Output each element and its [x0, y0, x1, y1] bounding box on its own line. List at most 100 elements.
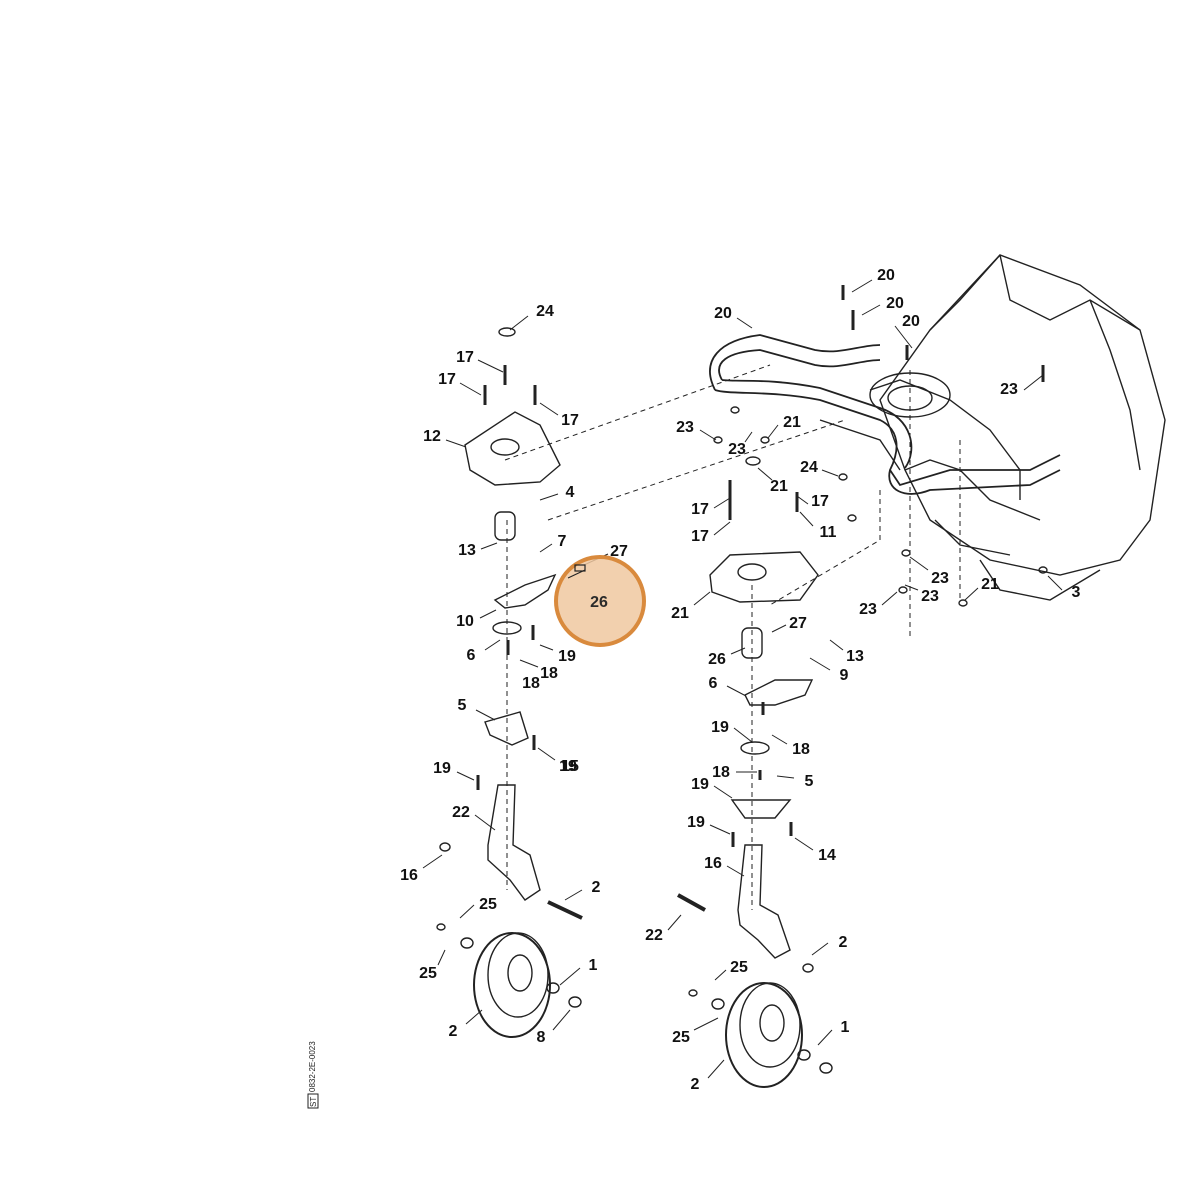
part-label-10: 10 — [456, 613, 474, 630]
part-label-17: 17 — [456, 349, 474, 366]
drawing-code: 0832-2E-0023 ST — [307, 1041, 319, 1109]
deck-housing-outline — [1089, 299, 1141, 471]
deck-housing-outline — [929, 254, 1001, 331]
part-label-23: 23 — [676, 419, 694, 436]
leader-line — [456, 771, 475, 781]
leader-line — [484, 639, 501, 651]
part-label-16: 16 — [704, 855, 722, 872]
leader-line — [539, 644, 554, 651]
leader-line — [821, 469, 839, 477]
leader-line — [667, 914, 682, 931]
part-label-19: 19 — [433, 760, 451, 777]
part-label-9: 9 — [840, 667, 849, 684]
left-wheel-hub — [507, 954, 533, 992]
part-label-17: 17 — [811, 493, 829, 510]
left-washer-6 — [492, 621, 522, 635]
frame-tube — [721, 379, 913, 469]
leader-line — [811, 942, 829, 956]
part-label-21: 21 — [981, 576, 999, 593]
part-label-6: 6 — [467, 647, 476, 664]
part-label-25: 25 — [672, 1029, 690, 1046]
part-label-14: 14 — [818, 847, 836, 864]
fastener — [711, 998, 725, 1010]
left-wheel — [473, 932, 551, 1038]
part-label-17: 17 — [691, 528, 709, 545]
part-label-6: 6 — [709, 675, 718, 692]
highlighted-part-label: 26 — [590, 594, 608, 611]
part-label-21: 21 — [770, 478, 788, 495]
part-label-12: 12 — [423, 428, 441, 445]
left-bracket-5 — [484, 711, 529, 746]
deck-housing-outline — [934, 519, 1011, 556]
leader-line — [767, 424, 779, 439]
part-label-20: 20 — [877, 267, 895, 284]
part-label-21: 21 — [671, 605, 689, 622]
leader-line — [539, 493, 559, 501]
part-label-25: 25 — [479, 896, 497, 913]
deck-housing-outline — [819, 419, 901, 471]
leader-line — [817, 1029, 833, 1046]
part-label-27: 27 — [610, 543, 628, 560]
drawing-code-tag: ST — [309, 1097, 318, 1107]
part-label-2: 2 — [839, 934, 848, 951]
leader-line — [713, 785, 733, 799]
leader-line — [757, 467, 773, 481]
leader-line — [964, 587, 979, 601]
leader-line — [796, 495, 809, 505]
part-label-13: 13 — [846, 648, 864, 665]
fastener — [847, 514, 857, 522]
leader-line — [894, 325, 913, 349]
leader-line — [445, 439, 467, 448]
part-label-23: 23 — [921, 588, 939, 605]
fastener — [460, 937, 474, 949]
leader-line — [709, 824, 731, 835]
part-label-19: 19 — [711, 719, 729, 736]
highlight-marker[interactable] — [554, 555, 646, 647]
part-label-25: 25 — [419, 965, 437, 982]
left-wheel-tread — [487, 932, 549, 1018]
right-caster-fork — [737, 844, 791, 959]
leader-lines — [422, 279, 1063, 1079]
fastener — [688, 989, 698, 997]
fastener — [498, 327, 516, 337]
right-mount-plate-hole — [737, 563, 767, 581]
fastener — [898, 586, 908, 594]
part-label-16: 16 — [400, 867, 418, 884]
leader-line — [771, 624, 787, 633]
right-wheel-hub — [759, 1004, 785, 1042]
leader-line — [730, 647, 746, 655]
part-label-24: 24 — [800, 459, 818, 476]
part-label-4: 4 — [566, 484, 575, 501]
left-bushing — [494, 511, 516, 541]
left-mount-plate — [464, 411, 561, 486]
leader-line — [559, 967, 581, 986]
leader-line — [479, 609, 497, 619]
leader-line — [1047, 575, 1063, 591]
leader-line — [474, 814, 496, 831]
drawing-code-box — [307, 1093, 319, 1109]
leader-line — [904, 584, 919, 591]
leader-line — [909, 556, 929, 571]
right-wheel-tread — [739, 982, 801, 1068]
leader-line — [851, 279, 873, 293]
drawing-code-text: 0832-2E-0023 — [308, 1041, 317, 1092]
fastener — [439, 842, 451, 852]
highlight-circle[interactable] — [554, 555, 646, 647]
part-label-19: 19 — [687, 814, 705, 831]
part-label-5: 5 — [458, 697, 467, 714]
part-label-18: 18 — [712, 764, 730, 781]
part-label-1: 1 — [589, 957, 598, 974]
leader-line — [799, 511, 814, 527]
leader-line — [733, 727, 753, 743]
right-axle-bolt — [677, 893, 706, 912]
leader-line — [726, 685, 747, 697]
part-label-21: 21 — [783, 414, 801, 431]
part-label-2: 2 — [449, 1023, 458, 1040]
leader-line — [707, 1059, 725, 1079]
leader-line — [693, 1017, 719, 1031]
leader-line — [564, 889, 583, 901]
part-label-23: 23 — [1000, 381, 1018, 398]
